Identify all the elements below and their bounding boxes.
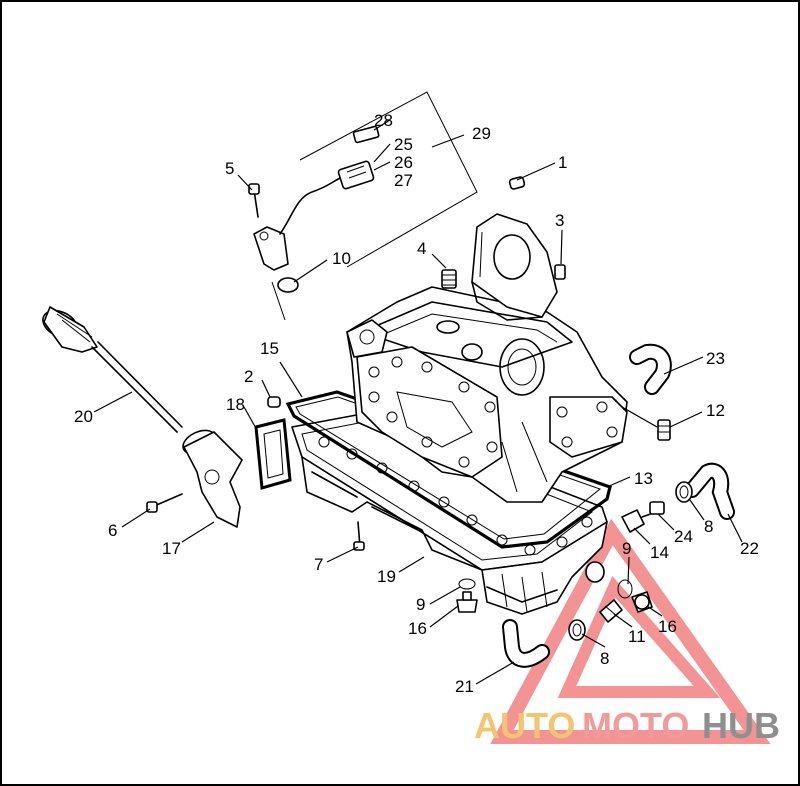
dipstick [42,306,183,433]
tube-gasket [254,418,292,490]
leader-lines [93,119,743,685]
callout-29: 29 [472,124,491,143]
drain-plug-right [585,561,653,613]
callout-11: 11 [628,627,646,646]
callout-22: 22 [740,539,759,558]
callout-2: 2 [244,367,253,386]
mounting-bracket [471,213,558,321]
callout-4: 4 [417,239,426,258]
callout-7: 7 [314,555,323,574]
callout-19: 19 [377,567,396,586]
callout-8-right: 8 [704,517,713,536]
hose-23 [629,343,672,395]
sensor-assembly [248,91,478,321]
watermark-logo: AUTO MOTO HUB [474,705,780,746]
fitting-14-24 [621,501,665,533]
callout-21: 21 [455,677,474,696]
callout-12: 12 [706,401,725,420]
callout-17: 17 [162,539,181,558]
dipstick-tube [146,429,243,528]
callout-8-lower: 8 [600,649,609,668]
hose-22 [684,462,735,520]
callout-26: 26 [394,153,413,172]
callout-20: 20 [74,407,93,426]
callout-3: 3 [555,211,564,230]
callout-14: 14 [650,543,669,562]
hose-clamps [568,481,693,641]
callout-1: 1 [558,153,567,172]
watermark-auto: AUTO [474,705,575,746]
callout-9-left: 9 [416,595,425,614]
callout-10: 10 [332,249,351,268]
fitting-12 [657,419,671,441]
callout-16-right: 16 [658,617,677,636]
callout-13: 13 [634,469,653,488]
callout-28: 28 [374,111,393,130]
watermark-moto: MOTO [582,705,689,746]
part-4-plug [436,269,460,334]
watermark-triangle [490,518,771,744]
callout-15: 15 [260,339,279,358]
callout-23: 23 [706,349,725,368]
part-1-dowel [508,176,526,190]
drain-plug-left [456,578,478,613]
watermark-hub: HUB [702,705,780,746]
hose-21 [502,619,550,668]
callout-25: 25 [394,135,413,154]
callout-18: 18 [226,395,245,414]
callout-24: 24 [674,527,693,546]
callout-numbers: 1 3 4 5 2 18 15 10 29 28 25 26 27 20 6 1… [74,111,759,696]
part-2-dowel [267,396,281,408]
part-3-pin [554,264,566,280]
callout-16-left: 16 [408,619,427,638]
callout-5: 5 [225,159,234,178]
callout-6: 6 [108,521,117,540]
callout-27: 27 [394,171,413,190]
callout-9-right: 9 [622,539,631,558]
bolt-7 [353,521,365,551]
crankcase-housing [346,286,628,503]
